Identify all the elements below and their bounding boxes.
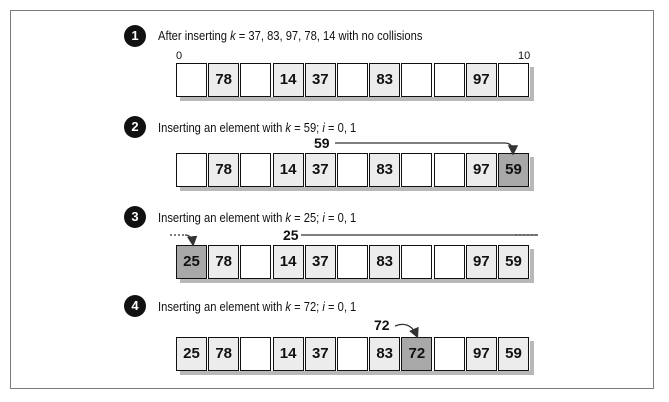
- step-2-badge: 2: [124, 116, 146, 138]
- hash-cell-0: [176, 153, 207, 187]
- hash-cell-5: [337, 153, 368, 187]
- hash-cell-5: [337, 337, 368, 371]
- caption-text: = 37, 83, 97, 78, 14 with no collisions: [235, 28, 423, 43]
- step-1-caption: After inserting k = 37, 83, 97, 78, 14 w…: [158, 28, 422, 43]
- caption-text: = 72;: [290, 299, 323, 314]
- caption-var: i: [322, 210, 325, 225]
- hash-cell-4: 37: [304, 63, 336, 97]
- caption-var: k: [285, 299, 291, 314]
- hash-cell-9: 97: [465, 153, 497, 187]
- table-shadow: [530, 249, 535, 283]
- hash-cell-0: [176, 63, 207, 97]
- hash-cell-9: 97: [465, 337, 497, 371]
- hash-cell-8: [433, 337, 465, 371]
- hash-cell-6: 83: [369, 337, 401, 371]
- table-shadow: [530, 67, 535, 101]
- caption-text: = 0, 1: [324, 299, 357, 314]
- hash-cell-3: 14: [272, 337, 304, 371]
- hash-cell-2: [240, 245, 272, 279]
- hash-cell-7: [401, 245, 433, 279]
- hash-cell-6: 83: [369, 153, 401, 187]
- caption-var: i: [322, 299, 325, 314]
- caption-var: k: [230, 28, 236, 43]
- hash-cell-1: 78: [208, 337, 240, 371]
- hash-cell-1: 78: [208, 245, 240, 279]
- hash-cell-3: 14: [272, 153, 304, 187]
- hash-cell-3: 14: [272, 245, 304, 279]
- hash-cell-2: [240, 337, 272, 371]
- hash-cell-10: [498, 63, 529, 97]
- table-shadow: [180, 187, 535, 191]
- table-shadow: [180, 97, 535, 101]
- hash-cell-7: [401, 63, 433, 97]
- caption-var: k: [285, 120, 291, 135]
- table-shadow: [530, 341, 535, 375]
- index-start-label: 0: [176, 50, 183, 62]
- caption-text: = 0, 1: [324, 120, 357, 135]
- caption-text: = 25;: [290, 210, 323, 225]
- hash-cell-7: 72: [401, 337, 433, 371]
- table-shadow: [530, 157, 535, 191]
- table-shadow: [180, 279, 535, 283]
- hash-cell-2: [240, 63, 272, 97]
- caption-text: = 0, 1: [324, 210, 357, 225]
- hash-cell-7: [401, 153, 433, 187]
- step-3-caption: Inserting an element with k = 25; i = 0,…: [158, 210, 356, 225]
- hash-cell-4: 37: [304, 245, 336, 279]
- hash-cell-5: [337, 63, 368, 97]
- hash-cell-2: [240, 153, 272, 187]
- hash-cell-8: [433, 63, 465, 97]
- caption-var: k: [285, 210, 291, 225]
- hash-cell-8: [433, 153, 465, 187]
- step-1-badge: 1: [124, 25, 146, 47]
- probe-arrow-step-3: [184, 234, 198, 247]
- caption-text: = 59;: [290, 120, 323, 135]
- figure-frame: [10, 10, 654, 389]
- hash-cell-6: 83: [369, 63, 401, 97]
- step-4-caption: Inserting an element with k = 72; i = 0,…: [158, 299, 356, 314]
- step-4-badge: 4: [124, 295, 146, 317]
- step-2-caption: Inserting an element with k = 59; i = 0,…: [158, 120, 356, 135]
- probe-value-step-2: 59: [312, 135, 332, 151]
- step-3-badge: 3: [124, 206, 146, 228]
- probe-value-step-3: 25: [281, 227, 301, 243]
- hash-cell-10: 59: [498, 153, 529, 187]
- probe-arrow-step-4: [394, 323, 419, 339]
- hash-cell-10: 59: [498, 337, 529, 371]
- table-shadow: [180, 371, 535, 375]
- probe-value-step-4: 72: [372, 317, 392, 333]
- caption-var: i: [322, 120, 325, 135]
- hash-cell-4: 37: [304, 153, 336, 187]
- hash-cell-5: [337, 245, 368, 279]
- caption-text: Inserting an element with: [158, 299, 286, 314]
- hash-cell-0: 25: [176, 337, 207, 371]
- hash-cell-10: 59: [498, 245, 529, 279]
- caption-text: Inserting an element with: [158, 210, 286, 225]
- hash-cell-4: 37: [304, 337, 336, 371]
- hash-cell-9: 97: [465, 245, 497, 279]
- probe-arrow-step-2: [335, 142, 519, 156]
- hash-cell-8: [433, 245, 465, 279]
- hash-cell-9: 97: [465, 63, 497, 97]
- hash-cell-6: 83: [369, 245, 401, 279]
- hash-cell-1: 78: [208, 63, 240, 97]
- caption-text: After inserting: [158, 28, 231, 43]
- caption-text: Inserting an element with: [158, 120, 286, 135]
- hash-cell-1: 78: [208, 153, 240, 187]
- hash-cell-3: 14: [272, 63, 304, 97]
- index-end-label: 10: [518, 50, 531, 62]
